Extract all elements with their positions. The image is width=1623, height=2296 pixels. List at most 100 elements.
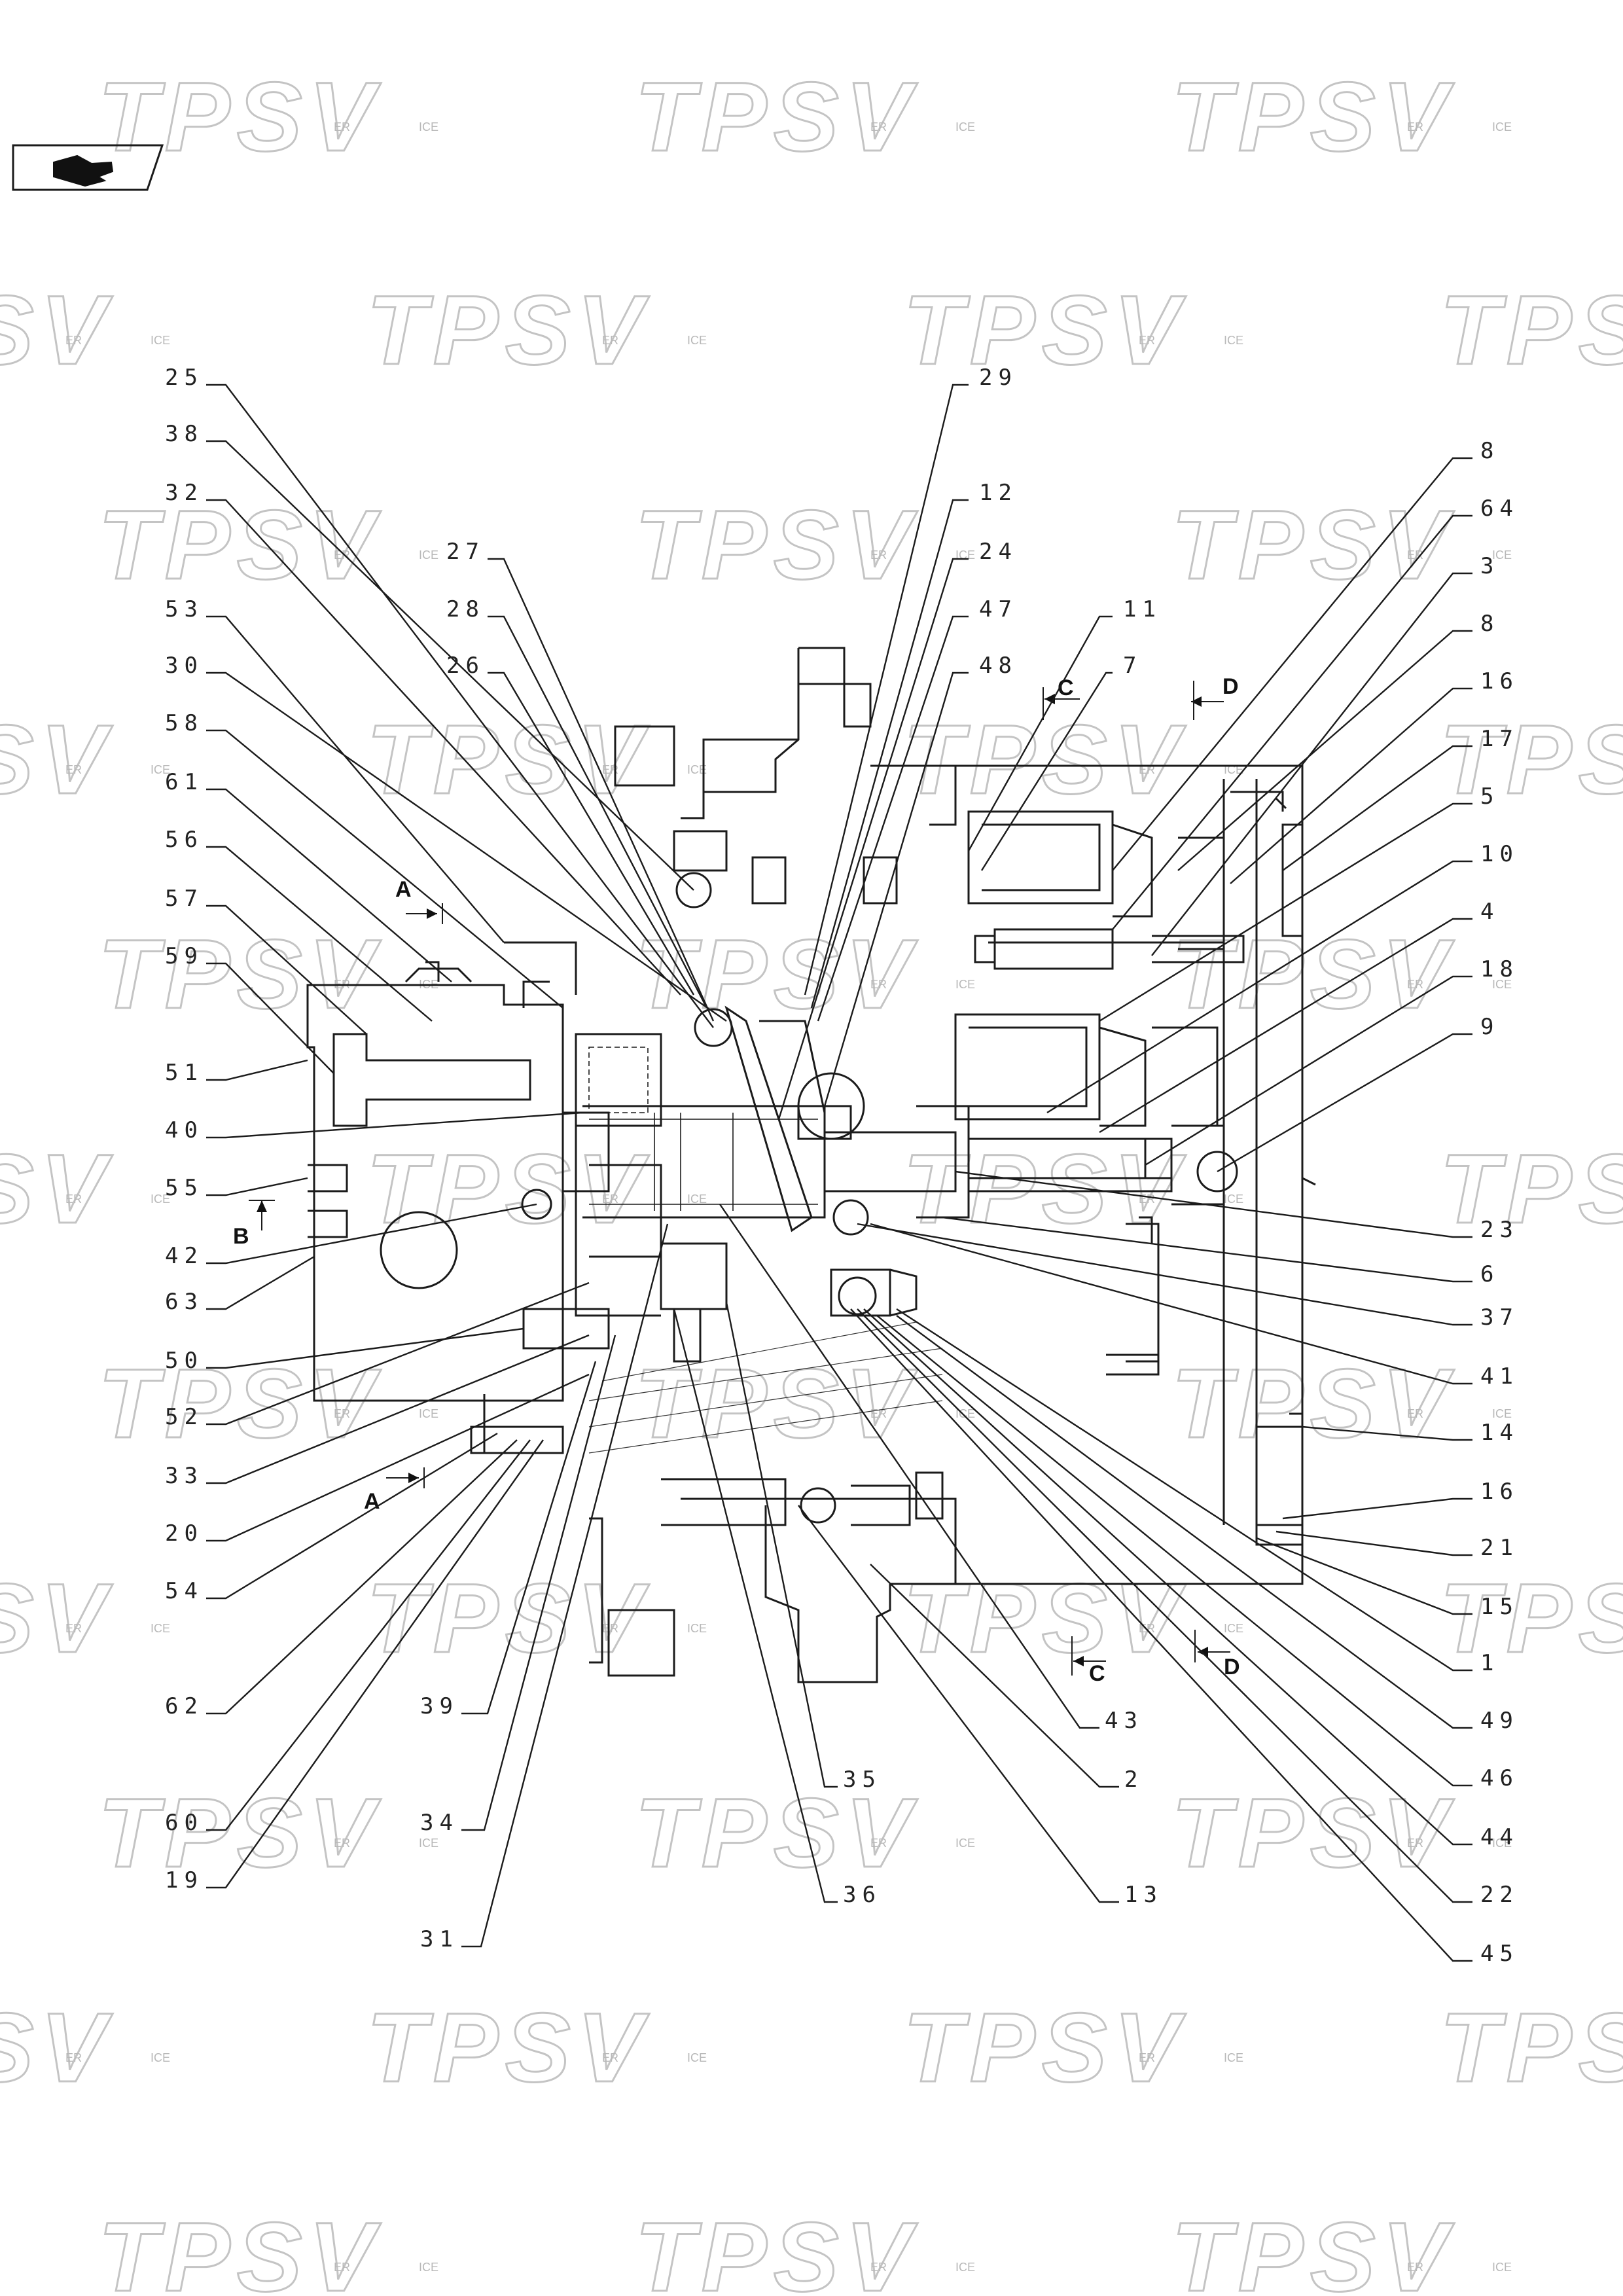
- watermark-small-text: ER: [870, 548, 887, 562]
- callout-leader-line: [206, 1255, 315, 1310]
- watermark-small-text: ER: [1139, 1193, 1155, 1206]
- watermark-small-text: ER: [334, 1407, 350, 1420]
- callout-leader-line: [1145, 975, 1472, 1166]
- watermark-text: TPSV: [98, 490, 382, 600]
- callout-label: 64: [1480, 495, 1519, 522]
- callout-leader-line: [488, 672, 695, 996]
- watermark-text: TPSV: [1440, 1134, 1623, 1244]
- callout-label: 31: [420, 1926, 459, 1952]
- callout-label: 24: [979, 539, 1018, 565]
- watermark-small-text: ICE: [955, 2261, 975, 2274]
- watermark-text: TPSV: [1440, 1563, 1623, 1673]
- watermark-text: TPSV: [0, 275, 113, 385]
- callout-leader-line: [206, 962, 334, 1074]
- callout-leader-line: [461, 1361, 597, 1715]
- callout-leader-line: [1282, 745, 1472, 871]
- watermark-text: TPSV: [366, 275, 650, 385]
- callout-leaders: [206, 384, 1472, 1962]
- watermark-small-text: ER: [334, 120, 350, 134]
- watermark-small-text: ER: [602, 1193, 618, 1206]
- callout-label: 40: [165, 1117, 204, 1143]
- watermark-small-text: ICE: [1224, 1622, 1243, 1635]
- callout-labels: 25 38 32 53 30 58 61 56 57 59 51 40 55 4…: [165, 365, 1519, 1967]
- callout-leader-line: [955, 1170, 1472, 1238]
- callout-label: 18: [1480, 956, 1519, 982]
- watermark-small-text: ER: [1139, 2051, 1155, 2064]
- callout-label: 17: [1480, 726, 1519, 752]
- callout-label: 8: [1480, 611, 1499, 637]
- watermark-text: TPSV: [635, 919, 918, 1029]
- callout-leader-line: [206, 1439, 544, 1889]
- callout-label: 46: [1480, 1765, 1519, 1791]
- callout-label: 8: [1480, 438, 1499, 464]
- watermark-text: TPSV: [635, 490, 918, 600]
- callout-leader-line: [1046, 860, 1472, 1114]
- callout-leader-line: [1151, 572, 1472, 956]
- callout-leader-line: [980, 672, 1113, 871]
- callout-leader-line: [206, 384, 714, 1028]
- callout-leader-line: [206, 1327, 524, 1369]
- callout-leader-line: [817, 615, 969, 1022]
- callout-label: 3: [1480, 553, 1499, 579]
- watermark-text: TPSV: [903, 275, 1186, 385]
- callout-label: 26: [446, 653, 485, 679]
- callout-leader-line: [206, 846, 433, 1022]
- callout-leader-line: [1256, 1537, 1472, 1615]
- callout-label: 15: [1480, 1594, 1519, 1620]
- callout-label: 30: [165, 653, 204, 679]
- callout-label: 62: [165, 1693, 204, 1719]
- watermark-small-text: ER: [1407, 978, 1423, 991]
- callout-label: 11: [1123, 596, 1162, 622]
- callout-leader-line: [461, 1223, 669, 1948]
- callout-label: 38: [165, 421, 204, 447]
- watermark-small-text: ER: [1139, 334, 1155, 347]
- watermark-small-text: ER: [602, 2051, 618, 2064]
- watermark-small-text: ER: [1407, 120, 1423, 134]
- watermark-small-text: ICE: [1492, 548, 1512, 562]
- watermark-small-text: ICE: [419, 548, 438, 562]
- callout-leader-line: [488, 615, 708, 1009]
- watermark-text: TPSV: [366, 1563, 650, 1673]
- watermark-small-text: ER: [65, 334, 82, 347]
- callout-label: 56: [165, 827, 204, 853]
- watermark-small-text: ICE: [687, 334, 707, 347]
- callout-label: 19: [165, 1867, 204, 1893]
- watermark-text: TPSV: [635, 1348, 918, 1458]
- callout-leader-line: [857, 1308, 1472, 1903]
- callout-label: 52: [165, 1404, 204, 1430]
- callout-label: 21: [1480, 1535, 1519, 1561]
- callout-label: 12: [979, 480, 1018, 506]
- watermark-small-text: ER: [870, 978, 887, 991]
- callout-leader-line: [673, 1308, 838, 1903]
- watermark-small-text: ICE: [419, 1837, 438, 1850]
- watermark-small-text: ICE: [1492, 1837, 1512, 1850]
- watermark-text: TPSV: [1171, 2202, 1455, 2296]
- watermark-text: TPSV: [903, 1134, 1186, 1244]
- callout-leader-line: [1217, 1033, 1472, 1173]
- watermark-small-text: ICE: [955, 120, 975, 134]
- callout-label: 50: [165, 1348, 204, 1374]
- watermark-small-text: ICE: [151, 2051, 170, 2064]
- callout-label: 20: [165, 1520, 204, 1547]
- callout-leader-line: [206, 1111, 583, 1139]
- callout-label: 25: [165, 365, 204, 391]
- callout-label: 34: [420, 1810, 459, 1836]
- watermark-small-text: ER: [1407, 1407, 1423, 1420]
- callout-leader-line: [870, 1223, 1472, 1385]
- watermark-small-text: ER: [870, 2261, 887, 2274]
- callout-leader-line: [206, 788, 452, 982]
- callout-leader-line: [461, 1335, 616, 1831]
- callout-leader-line: [1177, 630, 1472, 871]
- callout-label: 23: [1480, 1217, 1519, 1243]
- section-label-d-top: D: [1222, 674, 1239, 699]
- callout-label: 39: [420, 1693, 459, 1719]
- watermark-small-text: ER: [334, 1837, 350, 1850]
- watermark-small-text: ER: [870, 120, 887, 134]
- watermark-small-text: ICE: [151, 1622, 170, 1635]
- watermark-text: TPSV: [1440, 704, 1623, 814]
- callout-label: 53: [165, 596, 204, 622]
- watermark-text: TPSV: [635, 62, 918, 171]
- callout-leader-line: [206, 615, 505, 943]
- callout-label: 14: [1480, 1420, 1519, 1446]
